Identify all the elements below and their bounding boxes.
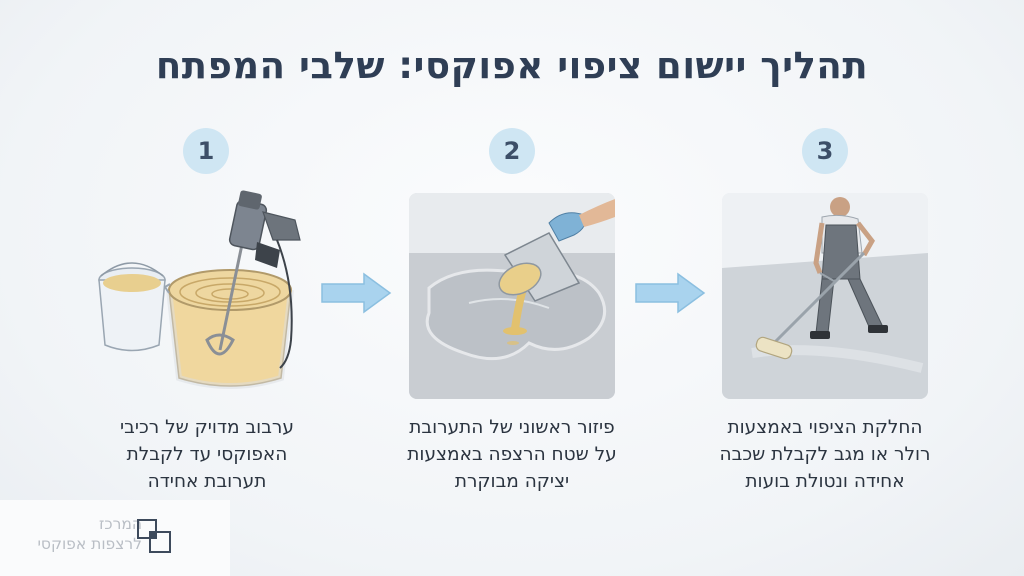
step-1-number: 1 (183, 128, 229, 174)
step-1-description: ערבוב מדויק של רכיבי האפוקסי עד לקבלת תע… (120, 417, 294, 492)
step-2-illustration (409, 193, 615, 399)
step-3-description: החלקת הציפוי באמצעות רולר או מגב לקבלת ש… (719, 417, 931, 492)
step-3-illustration (722, 193, 928, 399)
arrow-right-icon (321, 272, 392, 314)
logo-squares-icon (137, 519, 171, 553)
step-2-number: 2 (489, 128, 535, 174)
page-title: תהליך יישום ציפוי אפוקסי: שלבי המפתח (155, 44, 869, 87)
logo-text: המרכז לרצפות אפוקסי (37, 515, 142, 553)
logo-area (0, 500, 230, 576)
pour-pot-icon (409, 193, 615, 399)
step-2-description: פיזור ראשוני של התערובת על שטח הרצפה באמ… (407, 417, 617, 492)
step-1-illustration (95, 190, 320, 400)
step-3-number: 3 (802, 128, 848, 174)
roller-worker-icon (722, 193, 928, 399)
drill-mixer-icon (98, 190, 301, 389)
arrow-right-icon (635, 272, 706, 314)
